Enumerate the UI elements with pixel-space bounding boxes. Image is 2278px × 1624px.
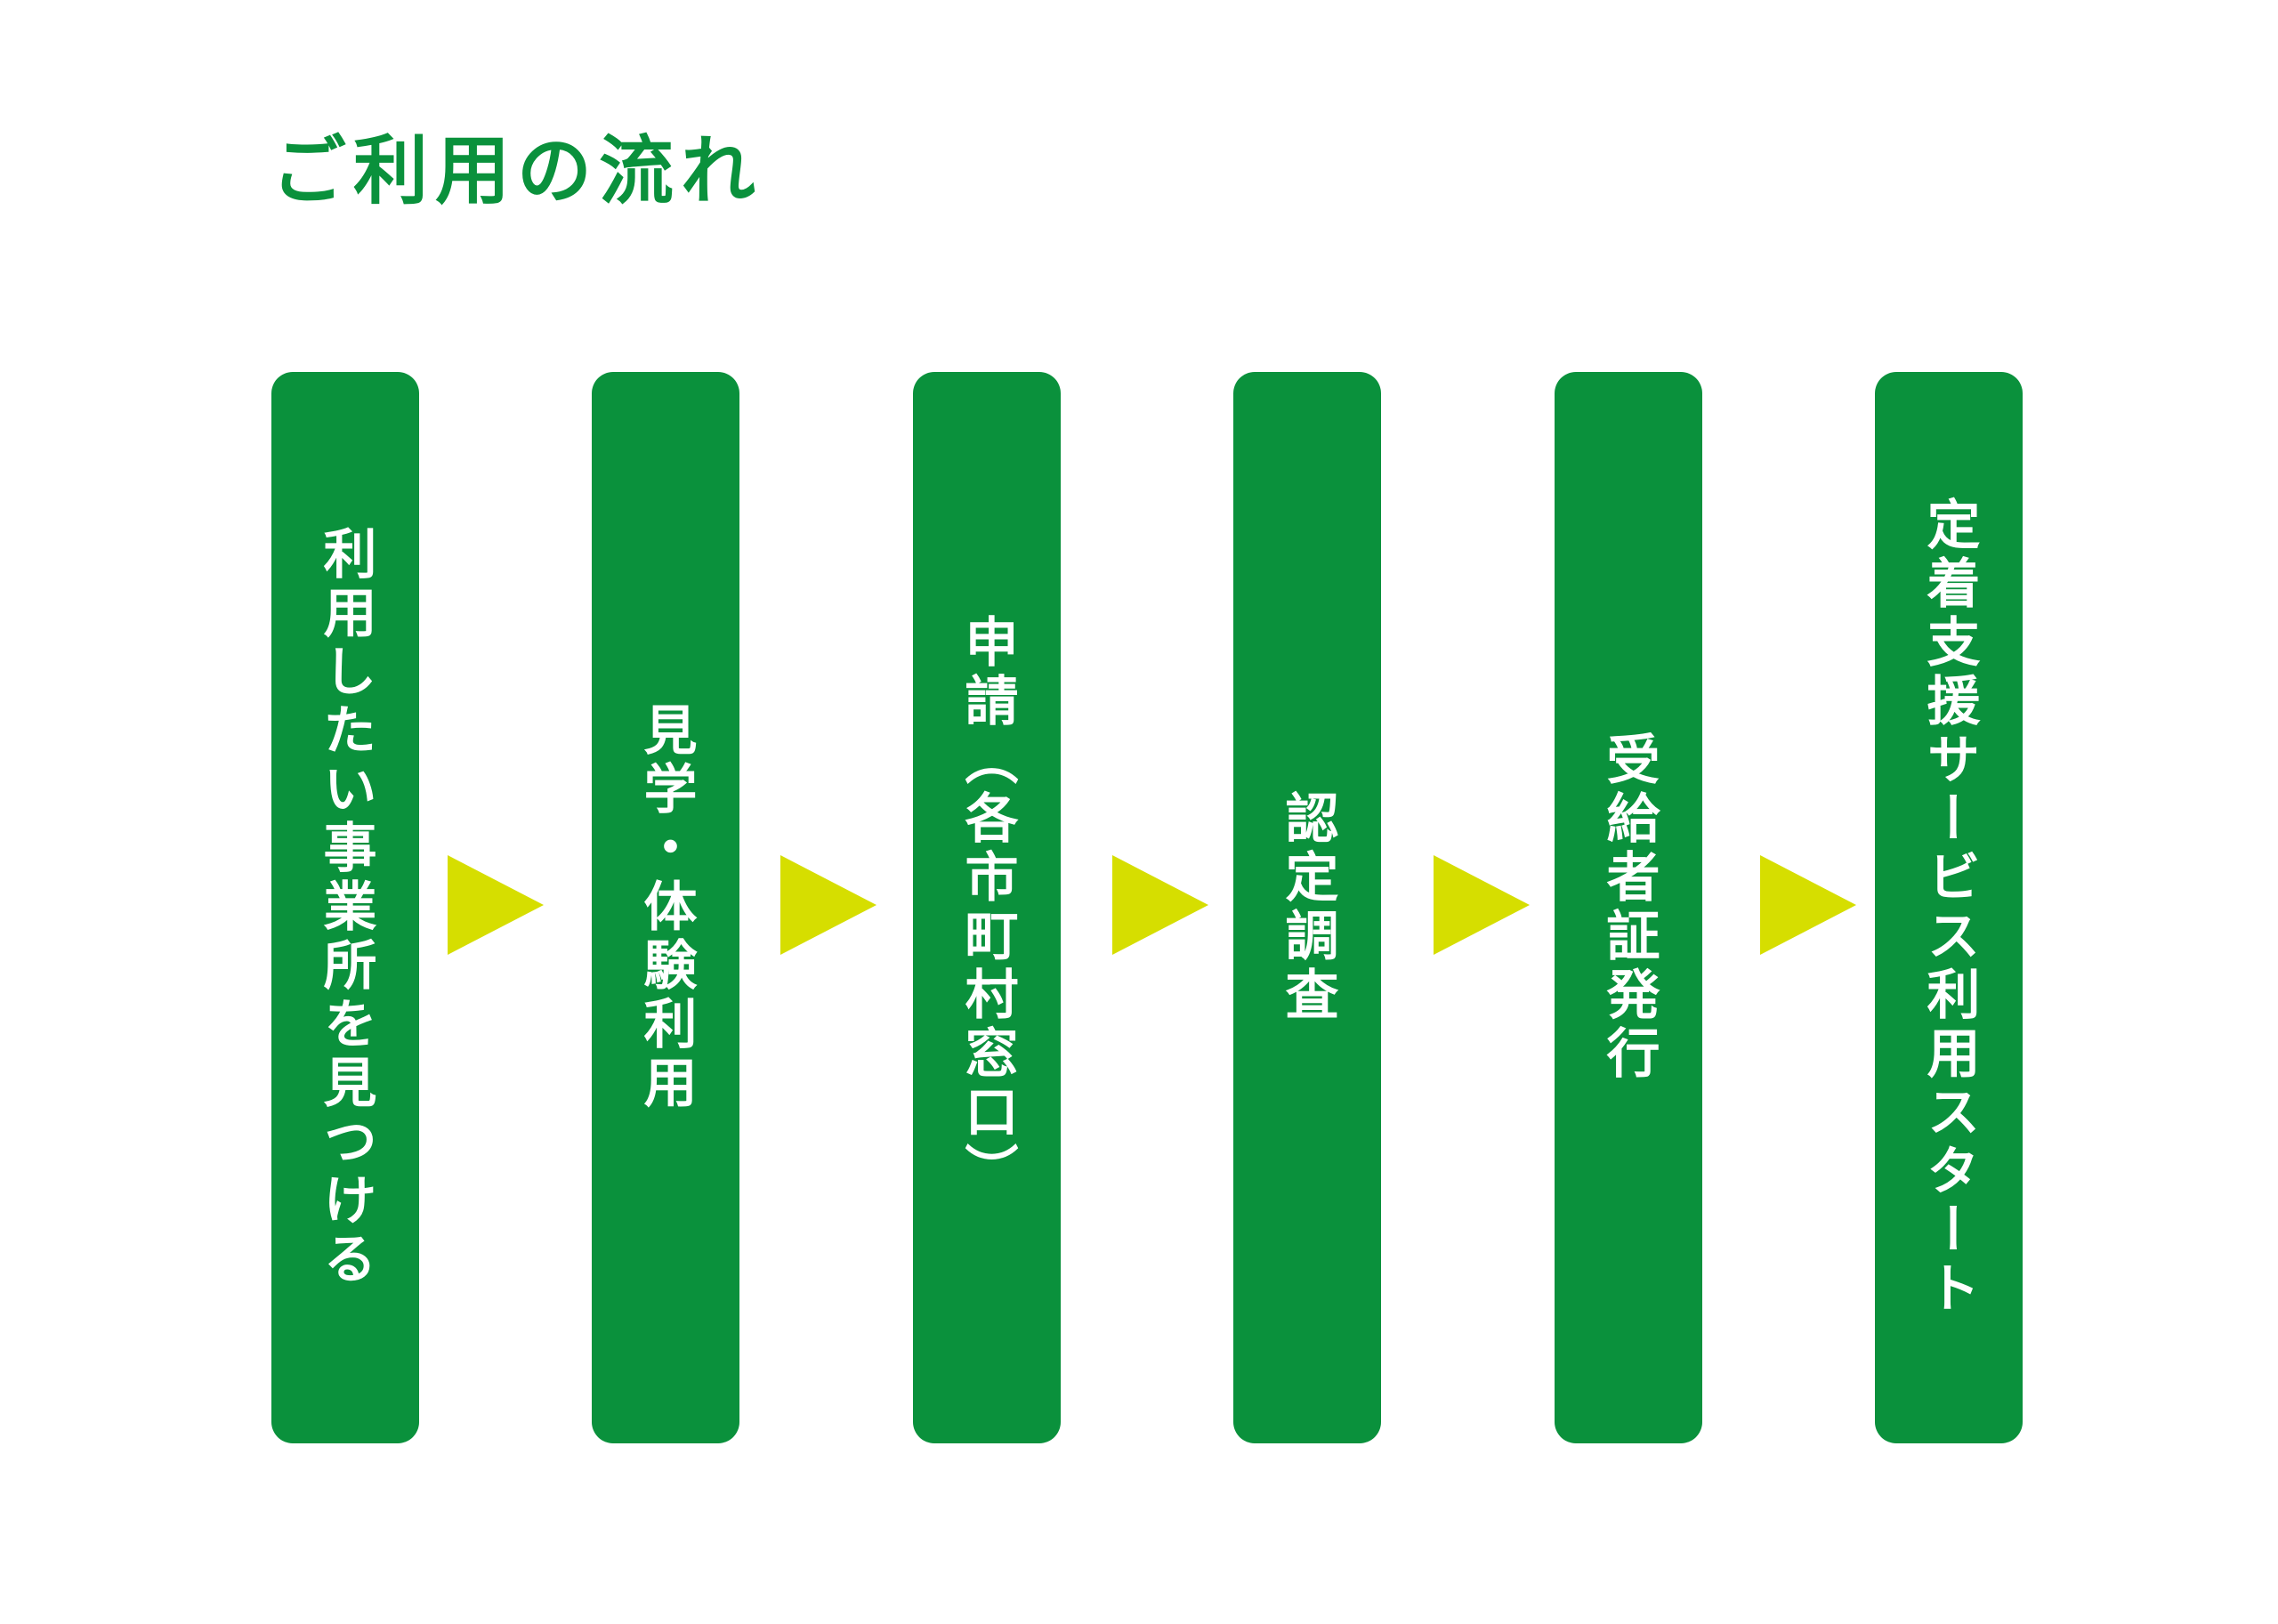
step-label-5: 受給者証発行 (1597, 731, 1660, 1084)
step-box-6: 定着支援サービス利用スタート (1875, 372, 2023, 1443)
step-label-4: 認定調査 (1276, 790, 1338, 1025)
step-label-1: 利用したい事業所を見つける (314, 526, 376, 1289)
step-box-2: 見学・体験利用 (592, 372, 739, 1443)
step-box-4: 認定調査 (1233, 372, 1381, 1443)
triangle-right-icon (448, 855, 544, 955)
step-label-6: 定着支援サービス利用スタート (1918, 497, 1980, 1319)
step-label-3: 申請（各市町村窓口） (956, 614, 1018, 1201)
triangle-right-icon (1760, 855, 1856, 955)
step-label-2: 見学・体験利用 (634, 702, 697, 1113)
triangle-right-icon (1434, 855, 1530, 955)
step-box-5: 受給者証発行 (1555, 372, 1702, 1443)
step-box-3: 申請（各市町村窓口） (913, 372, 1061, 1443)
triangle-right-icon (780, 855, 876, 955)
triangle-right-icon (1112, 855, 1208, 955)
page-title: ご利用の流れ (271, 127, 763, 214)
step-box-1: 利用したい事業所を見つける (271, 372, 419, 1443)
